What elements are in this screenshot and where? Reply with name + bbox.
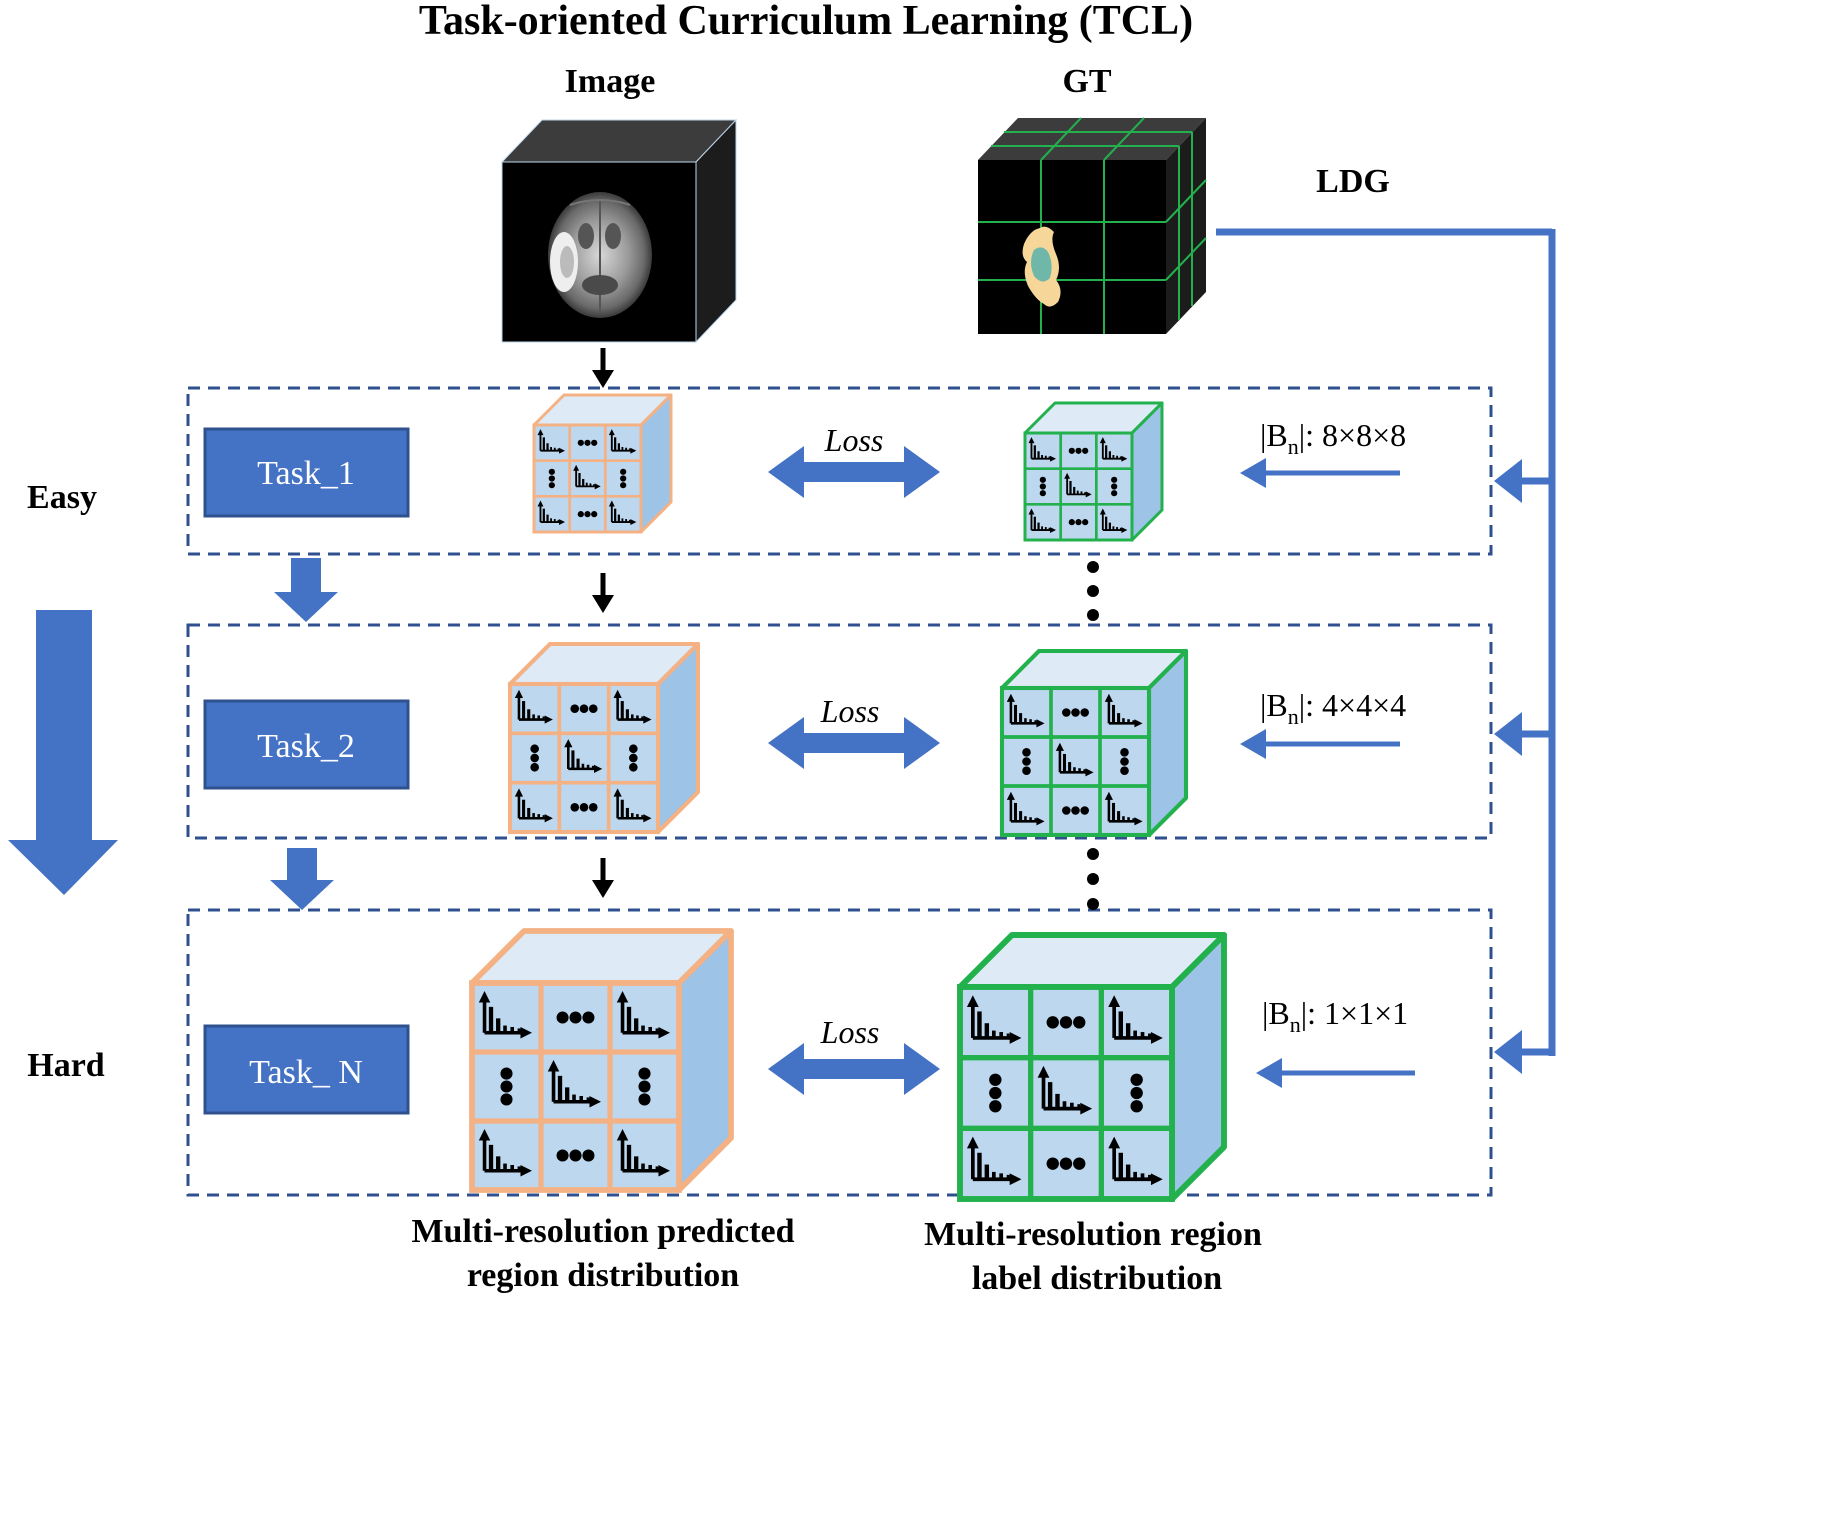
vertical-ellipsis-icon (638, 1067, 651, 1106)
vertical-ellipsis-icon (1039, 476, 1046, 497)
hard-label: Hard (27, 1047, 105, 1084)
predicted-cube-task-1 (532, 393, 673, 534)
horizontal-ellipsis-icon (1062, 708, 1089, 717)
ellipsis-dots-1 (1087, 561, 1099, 621)
bins-arrow-n (1256, 1058, 1415, 1088)
easy-to-hard-arrow (8, 610, 118, 895)
easy-label: Easy (27, 479, 97, 516)
vertical-ellipsis-icon (500, 1067, 513, 1106)
ldg-connector (1216, 228, 1556, 1074)
bins-label-n: |Bn|: 1×1×1 (1262, 995, 1408, 1037)
vertical-ellipsis-icon (1022, 748, 1031, 775)
horizontal-ellipsis-icon (1068, 447, 1089, 454)
diagram-title: Task-oriented Curriculum Learning (TCL) (419, 0, 1193, 44)
vertical-ellipsis-icon (620, 468, 627, 489)
loss-label-2: Loss (820, 693, 880, 729)
horizontal-ellipsis-icon (1068, 519, 1089, 526)
horizontal-ellipsis-icon (577, 511, 598, 518)
gt-heading: GT (1062, 63, 1111, 100)
horizontal-ellipsis-icon (570, 803, 598, 812)
distribution-cubes (469, 393, 1227, 1202)
horizontal-ellipsis-icon (1046, 1016, 1086, 1029)
vertical-ellipsis-icon (1120, 748, 1129, 775)
predicted-cube-task-n (469, 928, 734, 1193)
label-cube-task-2 (999, 648, 1189, 838)
vertical-ellipsis-icon (989, 1073, 1002, 1113)
vertical-ellipsis-icon (530, 744, 539, 772)
vertical-ellipsis-icon (1111, 476, 1118, 497)
image-heading: Image (565, 63, 656, 100)
horizontal-ellipsis-icon (1046, 1157, 1086, 1170)
label-caption-line1: Multi-resolution region (924, 1216, 1262, 1253)
pred-2-to-n-arrow (592, 858, 614, 898)
task-2-box: Task_2 (203, 699, 410, 790)
loss-label-n: Loss (820, 1014, 880, 1050)
vertical-ellipsis-icon (1130, 1073, 1143, 1113)
vertical-ellipsis-icon (548, 468, 555, 489)
bins-label-2: |Bn|: 4×4×4 (1260, 687, 1406, 729)
task-1-label: Task_1 (257, 455, 355, 492)
task-1-box: Task_1 (203, 427, 410, 518)
horizontal-ellipsis-icon (570, 704, 598, 713)
gt-cube (978, 117, 1207, 334)
pred-1-to-2-arrow (592, 573, 614, 613)
loss-arrow-2 (768, 717, 940, 769)
ellipsis-dots-2 (1087, 848, 1099, 910)
mri-image-cube (500, 118, 738, 344)
loss-label-1: Loss (824, 422, 884, 458)
label-cube-task-1 (1023, 401, 1164, 542)
label-caption-line2: label distribution (972, 1260, 1222, 1297)
task-2-panel (186, 623, 1493, 840)
vertical-ellipsis-icon (629, 744, 638, 772)
loss-arrow-1 (768, 446, 940, 498)
tumor-segmentation (1022, 226, 1061, 307)
task-1-to-2-arrow (274, 558, 338, 622)
bins-label-1: |Bn|: 8×8×8 (1260, 417, 1406, 459)
bins-arrow-1 (1240, 458, 1400, 488)
horizontal-ellipsis-icon (556, 1011, 595, 1024)
horizontal-ellipsis-icon (556, 1149, 595, 1162)
predicted-caption-line1: Multi-resolution predicted (411, 1213, 794, 1250)
task-2-to-n-arrow (270, 848, 334, 910)
horizontal-ellipsis-icon (1062, 806, 1089, 815)
task-1-panel (186, 386, 1493, 556)
task-n-panel (186, 908, 1493, 1197)
predicted-caption-line2: region distribution (467, 1257, 739, 1294)
label-cube-task-n (957, 932, 1227, 1202)
loss-arrow-n (768, 1043, 940, 1095)
brain-scan (548, 192, 652, 318)
predicted-cube-task-2 (507, 641, 701, 835)
bins-arrow-2 (1240, 729, 1400, 759)
horizontal-ellipsis-icon (577, 439, 598, 446)
task-2-label: Task_2 (257, 728, 355, 765)
image-down-arrow (592, 348, 614, 388)
ldg-label: LDG (1316, 163, 1390, 200)
task-n-label: Task_ N (249, 1054, 363, 1091)
task-n-box: Task_ N (203, 1024, 410, 1115)
